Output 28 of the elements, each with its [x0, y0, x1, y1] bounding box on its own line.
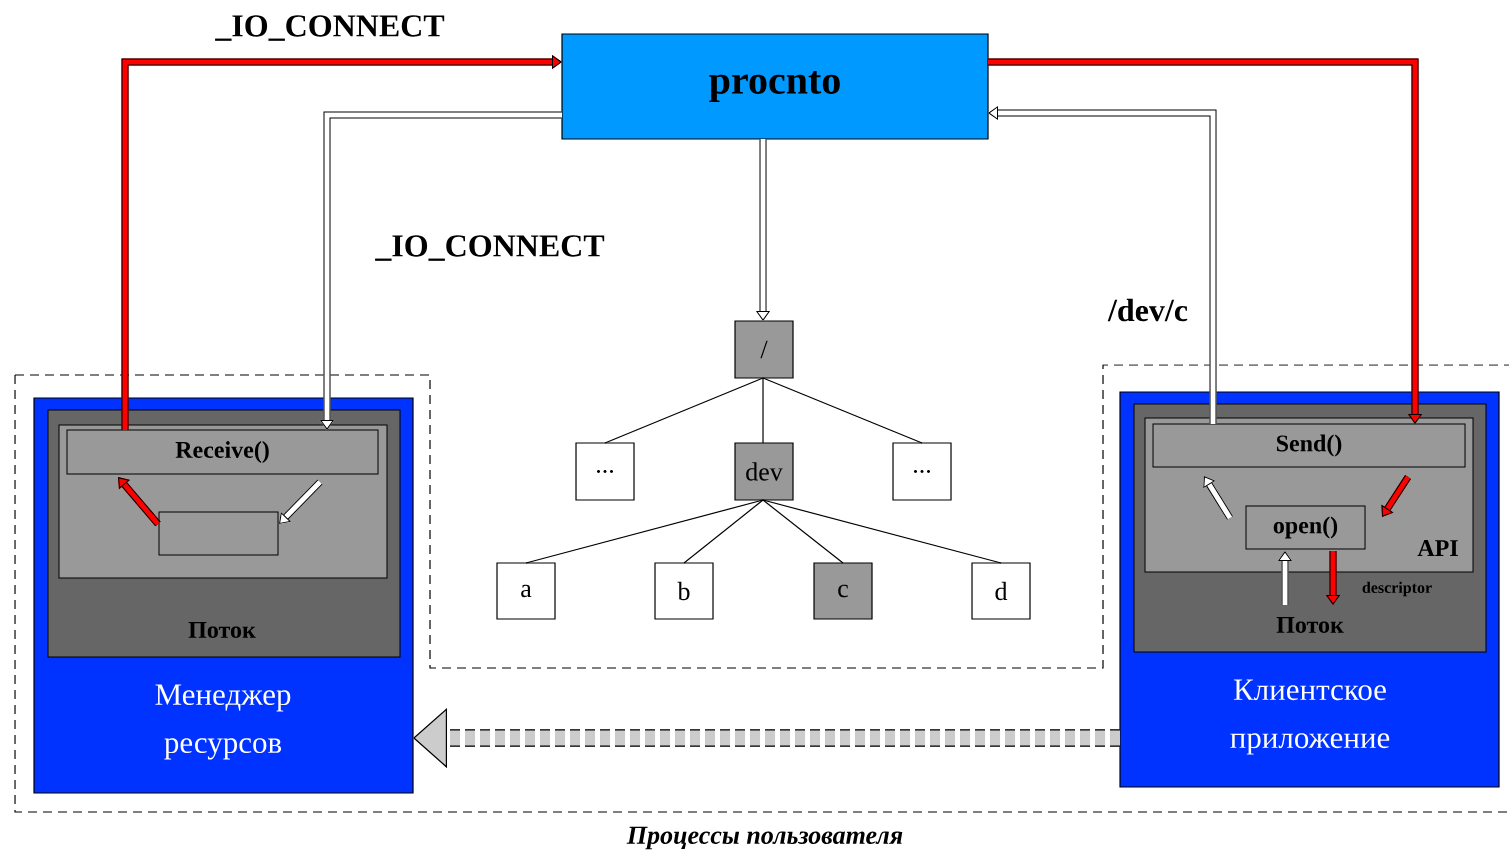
arrow	[279, 479, 323, 524]
tree-node: ...	[892, 442, 952, 501]
function-bar: Send()	[1152, 423, 1466, 468]
region-caption: Процессы пользователя	[625, 825, 905, 851]
connector	[762, 377, 764, 444]
edge-label: /dev/c	[1107, 297, 1189, 323]
connector	[762, 377, 923, 444]
tree-node: d	[971, 562, 1031, 620]
connector	[762, 499, 1002, 564]
edge-label: _IO_CONNECT	[374, 234, 606, 262]
empty-box	[158, 511, 279, 556]
function-box: open()	[1245, 505, 1366, 550]
process-box: procnto	[561, 33, 989, 140]
connector	[762, 499, 844, 564]
tree-node: ...	[575, 442, 635, 501]
tree-node: b	[654, 562, 714, 620]
tree-node: dev	[734, 442, 794, 501]
arrow	[1381, 475, 1411, 517]
edge-label: _IO_CONNECT	[214, 14, 446, 42]
connector	[683, 499, 764, 564]
tree-node: c	[813, 562, 873, 620]
connector	[604, 377, 764, 444]
connector	[525, 499, 764, 564]
function-bar: Receive()	[66, 429, 379, 475]
arrow	[1203, 476, 1233, 520]
tree-node: a	[496, 562, 556, 620]
arrow	[118, 477, 161, 527]
tree-node: /	[734, 320, 794, 379]
